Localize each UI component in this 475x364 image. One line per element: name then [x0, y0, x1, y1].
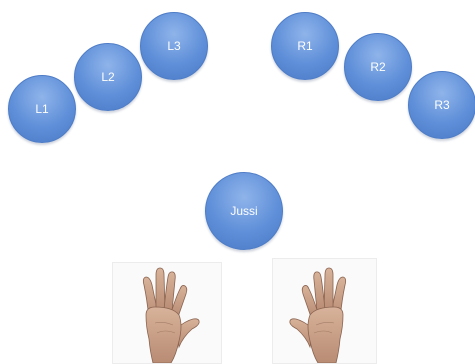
node-l1: L1: [8, 75, 76, 143]
node-r2-label: R2: [370, 60, 386, 74]
left-hand-icon: [142, 267, 200, 363]
node-l2-label: L2: [101, 70, 115, 84]
node-center-label: Jussi: [230, 204, 258, 218]
left-hand-image: [112, 262, 222, 364]
right-hand-image: [272, 258, 377, 364]
node-l3: L3: [140, 12, 208, 80]
node-l3-label: L3: [167, 39, 181, 53]
node-r3: R3: [408, 71, 475, 139]
node-r1: R1: [271, 12, 339, 80]
node-r1-label: R1: [297, 39, 313, 53]
node-center: Jussi: [205, 172, 283, 250]
right-hand-icon: [289, 267, 347, 363]
node-r2: R2: [344, 33, 412, 101]
node-r3-label: R3: [434, 98, 450, 112]
node-l2: L2: [74, 43, 142, 111]
node-l1-label: L1: [35, 102, 49, 116]
